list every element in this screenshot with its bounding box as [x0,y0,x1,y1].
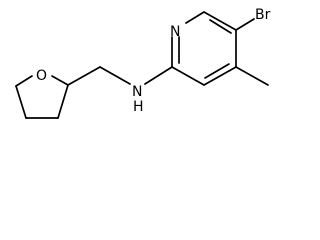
bond-c4-c3 [203,66,237,86]
pyridine-ring [171,11,237,86]
bond-c6-c5 [203,11,237,31]
bond-n1-c6 [185,11,205,24]
bond-c2-nh [144,66,173,85]
bond-c2thf-o [51,75,69,86]
chemical-structure-diagram: N Br O N H [15,7,271,119]
bromine-label: Br [255,7,271,23]
bond-c4-c3-inner [204,63,230,79]
pyridine-nitrogen-label: N [170,24,180,40]
bond-c4-methyl [235,66,269,86]
amine-hydrogen-label: H [133,99,144,115]
bond-c5thf-c4thf [15,85,27,119]
bond-c3-c2 [171,66,205,86]
tetrahydrofuran-ring [15,75,69,119]
bond-c6-c5-inner [209,19,232,34]
oxygen-label: O [36,68,47,84]
amine-nitrogen-label: N [132,84,142,100]
bond-c3thf-c2thf [57,84,69,119]
bond-o-c5thf [15,75,33,87]
bond-nh-ch2 [99,66,131,85]
bond-c5-br [235,18,255,31]
bond-ch2-c2thf [67,66,101,86]
